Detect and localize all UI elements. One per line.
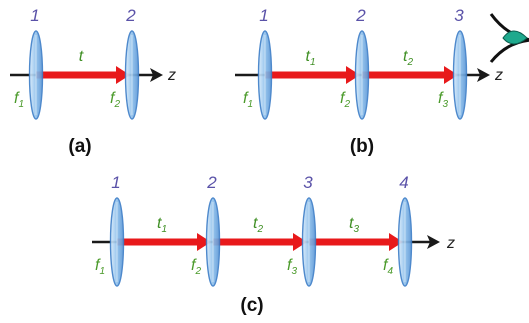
lens-number-2: 2: [355, 6, 366, 25]
lens-number-3: 3: [454, 6, 464, 25]
focal-label-3: f3: [287, 257, 297, 277]
lens-number-1: 1: [111, 173, 120, 192]
axis-arrowhead: [427, 235, 440, 249]
panel-c: z t1 t2 t3 1 f1 2 f2 3 f3 4 f4 (c): [92, 173, 455, 316]
panel-label: (b): [350, 136, 374, 157]
lens-number-2: 2: [206, 173, 217, 192]
propagation-arrowhead: [293, 233, 307, 251]
distance-label-1: t1: [305, 48, 315, 68]
propagation-arrow: [213, 238, 297, 246]
propagation-arrow: [36, 71, 120, 79]
focal-label-1: f1: [14, 90, 24, 110]
distance-label-2: t2: [253, 215, 263, 235]
axis-label-z: z: [494, 67, 503, 84]
distance-label-2: t2: [403, 48, 413, 68]
propagation-arrow: [265, 71, 350, 79]
panel-a: z t 1 f1 2 f2 (a): [10, 6, 176, 157]
lens-number-4: 4: [399, 173, 408, 192]
focal-label-3: f3: [438, 90, 448, 110]
propagation-arrowhead: [444, 66, 458, 84]
axis-label-z: z: [167, 67, 176, 84]
propagation-arrowhead: [116, 66, 130, 84]
propagation-arrow: [117, 238, 201, 246]
propagation-arrowhead: [389, 233, 403, 251]
focal-label-2: f2: [191, 257, 201, 277]
eye-icon: [489, 13, 529, 63]
distance-label-3: t3: [349, 215, 359, 235]
axis-arrowhead: [477, 68, 490, 82]
distance-label-1: t1: [157, 215, 167, 235]
propagation-arrow: [362, 71, 448, 79]
lens-number-1: 1: [30, 6, 39, 25]
focal-label-1: f1: [243, 90, 253, 110]
distance-label-1: t: [79, 48, 84, 65]
axis-label-z: z: [446, 235, 455, 252]
focal-label-2: f2: [340, 90, 350, 110]
focal-label-1: f1: [95, 257, 105, 277]
lens-number-2: 2: [125, 6, 136, 25]
focal-label-4: f4: [383, 257, 393, 277]
propagation-arrowhead: [197, 233, 211, 251]
lens-number-1: 1: [259, 6, 268, 25]
propagation-arrow: [309, 238, 393, 246]
lens-number-3: 3: [303, 173, 313, 192]
panel-label: (c): [240, 295, 263, 316]
panel-label: (a): [68, 136, 91, 157]
focal-label-2: f2: [110, 90, 120, 110]
propagation-arrowhead: [346, 66, 360, 84]
axis-arrowhead: [150, 68, 163, 82]
panel-b: z t1 t2 1 f1 2 f2 3 f3 (b): [235, 6, 529, 157]
